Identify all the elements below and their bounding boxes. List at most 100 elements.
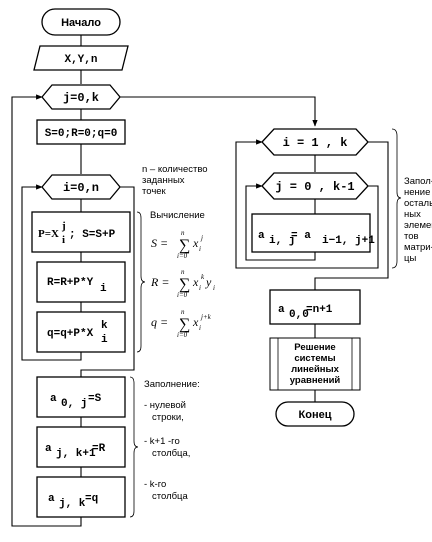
calc-brace [136,211,146,353]
assign-eq: = a [291,230,311,242]
fill-row0-b: =S [88,393,102,405]
fill-row0-sub: 0, j [61,398,87,410]
fill-row0-a: a [50,393,57,405]
calc-q-sub: i [101,334,108,346]
svg-text:y: y [205,275,212,289]
fill-colk-b: =q [85,493,98,505]
a00-sub: 0,0 [289,309,309,321]
fill-item2-a: - k+1 -го [144,436,180,447]
calc-q-block: q=q+P*X k i [36,311,126,353]
svg-text:i: i [199,324,201,332]
loop-j2-label: j = 0 , k-1 [275,180,354,194]
assign-sub: i, j [269,235,295,247]
rest-brace [391,128,402,269]
svg-text:j: j [200,234,203,242]
sum-sign-q: ∑ [179,316,190,333]
a00-a: a [278,304,285,316]
assign-block: a i, j = a i−1, j+1 [251,213,375,253]
svg-text:i=0: i=0 [177,331,188,339]
svg-text:x: x [192,315,199,329]
svg-text:n: n [181,268,185,276]
rest-4: ных [404,209,421,220]
rest-8: цы [404,253,416,264]
fill-brace [129,376,139,518]
svg-text:i: i [213,284,215,292]
fill-title: Заполнение: [144,379,200,390]
solve-block: Решение системы линейных уравнений [269,337,361,391]
n-note-2: заданных [142,175,185,186]
loop-j2-back-edge [245,183,316,261]
svg-text:x: x [192,236,199,250]
calc-r-text: R=R+P*Y [47,277,94,289]
svg-text:R =: R = [150,275,169,289]
fill-item1-b: строки, [152,412,184,423]
loop-i2-block: i = 1 , k [261,128,369,156]
fill-item2-b: столбца, [152,448,190,459]
solve-line2: системы [294,353,335,364]
fill-item1-a: - нулевой [144,400,186,411]
n-note-1: n – количество [142,164,208,175]
loop-j-back-edge [11,94,82,527]
calc-title: Вычисление [150,210,205,221]
formula-q: q = ∑ n i=0 x i j+k [151,308,212,339]
loop-i-back-edge [21,184,82,361]
loop-i2-label: i = 1 , k [283,136,348,150]
svg-text:i=0: i=0 [177,291,188,299]
loop-j-block: j=0,k [41,84,121,110]
fill-colk1-sub: j, k+1 [56,448,96,460]
formula-r: R = ∑ n i=0 x i k y i [150,268,215,299]
loop-j-label: j=0,k [63,91,99,105]
solve-line4: уравнений [290,375,341,386]
calc-s-text: ; S=S+P [69,229,116,241]
loop-i-exit-edge [80,186,135,377]
input-label: X,Y,n [64,54,97,66]
svg-text:x: x [192,275,199,289]
rest-1: Запол- [404,176,432,187]
init-label: S=0;R=0;q=0 [45,128,118,140]
calc-r-block: R=R+P*Y i [36,261,126,303]
loop-j2-exit-edge [315,185,379,269]
assign-sub2: i−1, j+1 [322,235,375,247]
rest-5: элемен- [404,220,432,231]
sum-sign-r: ∑ [179,276,190,293]
rest-6: тов [404,231,419,242]
calc-r-sub: i [100,283,107,295]
calc-q-sup: k [101,320,108,332]
n-note-3: точек [142,186,167,197]
end-label: Конец [299,409,332,421]
loop-i-label: i=0,n [63,181,99,195]
rest-2: нение [404,187,430,198]
svg-text:n: n [181,229,185,237]
fill-colk-block: a j, k =q [36,476,126,518]
start-label: Начало [61,17,101,29]
svg-text:i: i [199,245,201,253]
a00-block: a 0,0 =n+1 [269,289,361,325]
loop-i2-back-edge [235,139,315,269]
formula-s: S = ∑ n i=0 x i j [151,229,203,260]
fill-colk1-a: a [45,443,52,455]
loop-j2-block: j = 0 , k-1 [261,172,369,200]
a00-b: =n+1 [306,304,333,316]
fill-item3-b: столбца [152,491,188,502]
rest-3: осталь- [404,198,432,209]
fill-colk-sub: j, k [59,498,86,510]
svg-text:k: k [201,273,205,281]
svg-text:q =: q = [151,315,168,329]
fill-item3-a: - k-го [144,479,166,490]
svg-text:i=0: i=0 [177,252,188,260]
fill-colk1-block: a j, k+1 =R [36,426,126,468]
input-block: X,Y,n [33,45,129,71]
end-terminator: Конец [275,401,355,427]
loop-j-exit-edge [120,96,318,127]
rest-7: матри- [404,242,432,253]
sum-sign-s: ∑ [179,237,190,254]
svg-text:i: i [199,284,201,292]
calc-q-text: q=q+P*X [47,328,94,340]
start-terminator: Начало [41,8,121,36]
calc-p-block: P=X j i ; S=S+P [31,211,131,253]
svg-text:S =: S = [151,236,168,250]
fill-colk1-b: =R [92,443,106,455]
loop-i2-exit-edge [314,141,389,290]
fill-colk-a: a [48,493,55,505]
